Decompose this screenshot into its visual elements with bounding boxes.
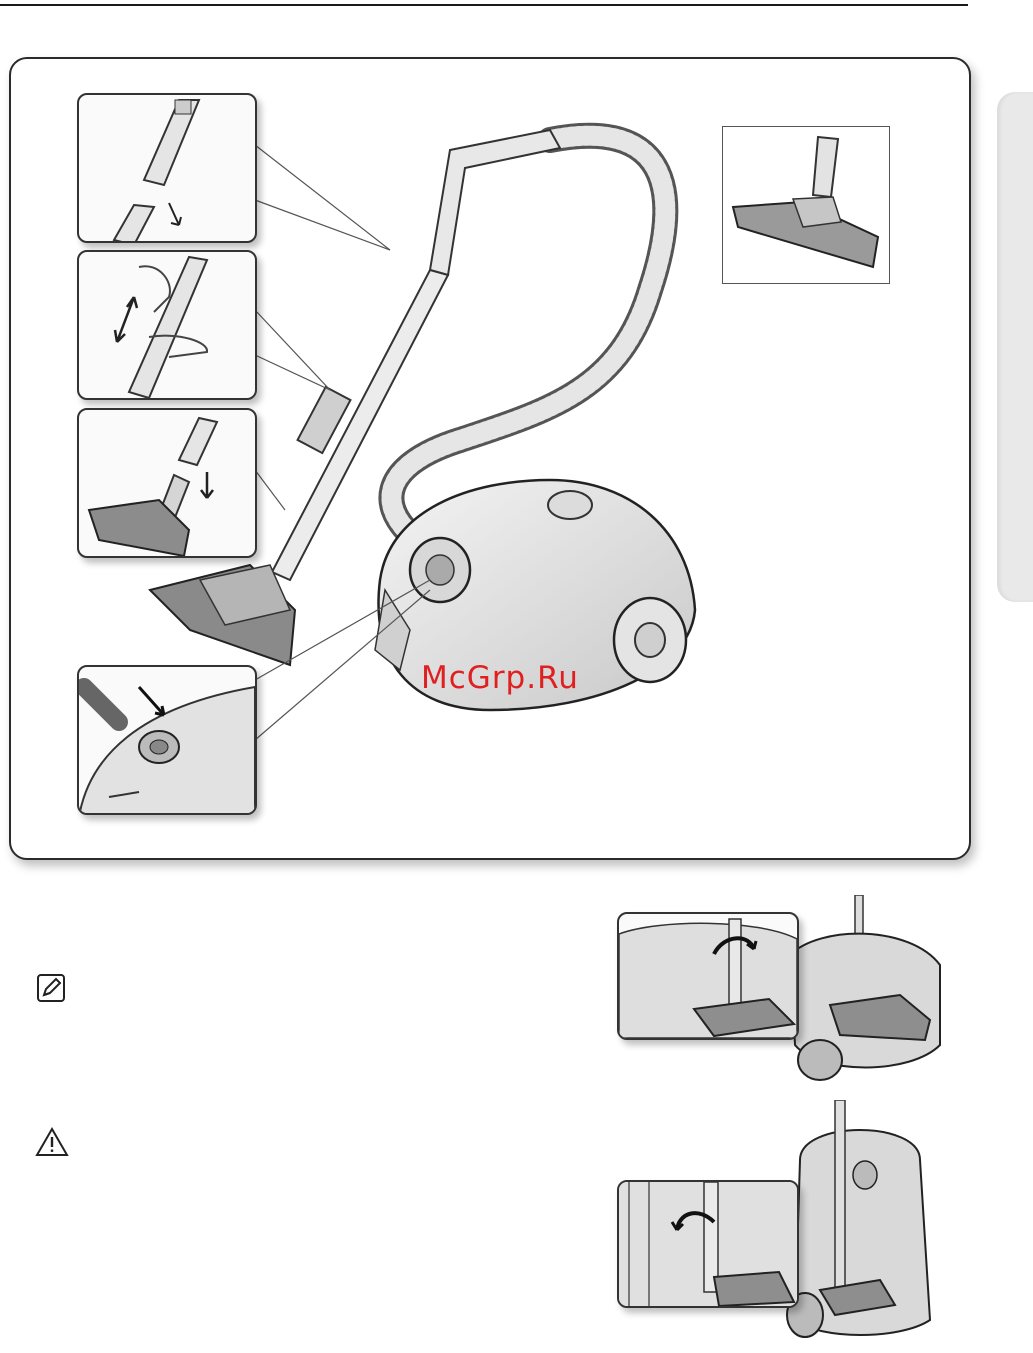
- step-pipe-length-inset: [77, 250, 257, 400]
- warning-triangle-icon: [35, 1126, 69, 1158]
- top-rule: [0, 4, 968, 6]
- watermark-text: McGrp.Ru: [421, 660, 579, 696]
- parking-vertical-inset: [617, 1180, 799, 1308]
- parking-horizontal-figure: [790, 895, 950, 1083]
- note-pencil-icon: [35, 972, 67, 1004]
- step-brush-attach-inset: [77, 408, 257, 558]
- parking-vertical-figure: [780, 1100, 940, 1345]
- floor-brush-figure: [722, 126, 890, 284]
- step-pipe-connect-inset: [77, 93, 257, 243]
- chapter-side-tab: [997, 92, 1033, 602]
- parking-horizontal-inset: [617, 912, 799, 1040]
- step-hose-insert-inset: [77, 665, 257, 815]
- callout-lines: [240, 140, 440, 820]
